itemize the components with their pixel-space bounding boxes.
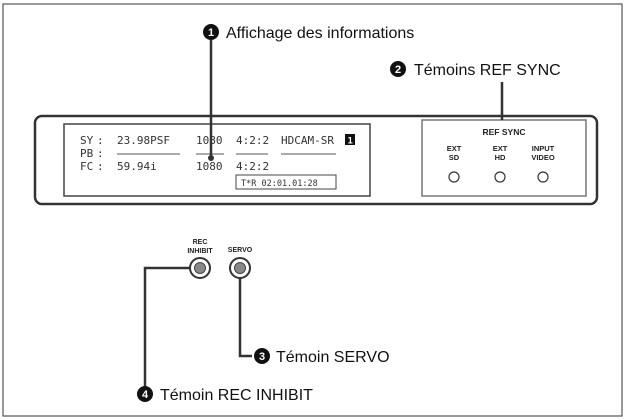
row3-lines: 1080: [196, 160, 223, 173]
ext-hd-indicator-icon: [494, 171, 506, 183]
callout-2-label: Témoins REF SYNC: [414, 62, 561, 79]
row1-sampling: 4:2:2: [236, 134, 269, 147]
rec-inhibit-label-1: REC: [193, 239, 208, 246]
row2-label: PB: [80, 147, 94, 160]
callout-4-marker: [137, 386, 153, 402]
ext-hd-label-1: EXT: [493, 144, 508, 153]
ref-sync-box: [421, 119, 587, 197]
row1-format: HDCAM-SR: [281, 134, 334, 147]
callout-1-label: Affichage des informations: [226, 25, 414, 42]
row3-label: FC: [80, 160, 93, 173]
rec-inhibit-indicator: REC INHIBIT: [187, 239, 213, 279]
callout-3-marker: [254, 348, 270, 364]
input-video-label-1: INPUT: [532, 144, 555, 153]
ext-sd-label-2: SD: [449, 153, 460, 162]
callout-3-leader: [238, 278, 252, 358]
callout-2-marker: [390, 61, 406, 77]
callout-1: 1 Affichage des informations: [203, 24, 414, 161]
row3-sampling: 4:2:2: [236, 160, 269, 173]
display-text: SY : 23.98PSF 1080 4:2:2 HDCAM-SR 1 PB :…: [80, 134, 355, 190]
callout-1-number: 1: [208, 27, 214, 39]
callout-3-number: 3: [259, 351, 265, 363]
format-badge: [345, 134, 355, 145]
input-video-indicator-icon: [537, 171, 549, 183]
servo-indicator: SERVO: [228, 247, 253, 279]
callout-1-dot: [208, 155, 214, 161]
callout-1-marker: [203, 24, 219, 40]
servo-lamp-inner: [234, 262, 246, 274]
callout-4-leader: [143, 266, 190, 394]
row1-freq: 23.98PSF: [117, 134, 170, 147]
row3-freq: 59.94i: [117, 160, 157, 173]
servo-label: SERVO: [228, 247, 253, 254]
outer-frame: [2, 3, 623, 417]
ref-sync-indicators: EXT SD EXT HD INPUT VIDEO: [447, 144, 555, 183]
row1-label: SY: [80, 134, 94, 147]
rec-inhibit-lamp-inner: [194, 262, 206, 274]
row2-sep: :: [97, 147, 104, 160]
input-video-label-2: VIDEO: [531, 153, 555, 162]
callout-4-number: 4: [142, 389, 149, 401]
row1-lines: 1080: [196, 134, 223, 147]
callout-2: 2 Témoins REF SYNC: [390, 61, 561, 120]
rec-inhibit-label-2: INHIBIT: [187, 248, 213, 255]
callout-2-number: 2: [395, 64, 401, 76]
ref-sync-title: REF SYNC: [483, 127, 526, 137]
row1-sep: :: [97, 134, 104, 147]
timecode-box: [235, 174, 337, 190]
callout-3: 3 Témoin SERVO: [238, 278, 390, 366]
timecode: T*R 02:01.01:28: [241, 179, 318, 189]
format-badge-number: 1: [348, 137, 353, 147]
callout-4-label: Témoin REC INHIBIT: [160, 387, 313, 404]
ext-sd-label-1: EXT: [447, 144, 462, 153]
ext-sd-indicator-icon: [448, 171, 460, 183]
ext-hd-label-2: HD: [495, 153, 506, 162]
row3-sep: :: [97, 160, 104, 173]
callout-3-label: Témoin SERVO: [276, 349, 390, 366]
callout-4: 4 Témoin REC INHIBIT: [137, 266, 313, 404]
